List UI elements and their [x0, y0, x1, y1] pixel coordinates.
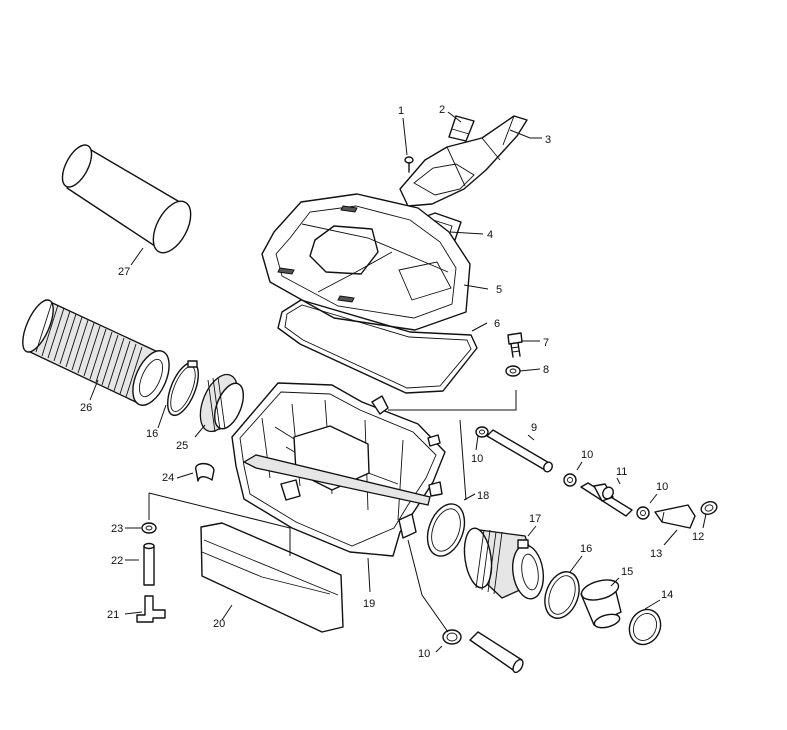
leader-lines: [89, 111, 707, 653]
callout-16-right: 16: [580, 543, 592, 555]
callout-14: 14: [661, 589, 673, 601]
callout-3: 3: [545, 134, 551, 146]
callout-10-valve-clamp: 10: [581, 449, 593, 461]
callout-26: 26: [80, 402, 92, 414]
part-5-airbox-lid: [261, 193, 471, 331]
part-9-tube: [486, 429, 553, 473]
part-22-drain-hose: [143, 542, 155, 586]
part-16-clamp-left: [167, 360, 199, 417]
callout-8: 8: [543, 364, 549, 376]
part-drain-tube: [469, 631, 524, 674]
part-17-outlet-boot: [463, 527, 545, 600]
part-8-nut: [505, 365, 521, 377]
callout-4: 4: [487, 229, 493, 241]
callout-27: 27: [118, 266, 130, 278]
part-23-clamp: [141, 522, 157, 534]
part-24-clip: [195, 462, 215, 482]
callout-19: 19: [363, 598, 375, 610]
callout-9: 9: [531, 422, 537, 434]
callout-10-hose-clamp: 10: [656, 481, 668, 493]
part-11-drain-valve: [580, 482, 633, 517]
part-16-clamp-right: [544, 571, 580, 619]
callout-12: 12: [692, 531, 704, 543]
part-12-clamp: [700, 501, 718, 515]
callout-20: 20: [213, 618, 225, 630]
callout-11: 11: [616, 466, 627, 478]
callout-15: 15: [621, 566, 633, 578]
callout-17: 17: [529, 513, 541, 525]
part-10-hose-clamp-c: [636, 506, 650, 520]
callout-10-tube-clamp: 10: [471, 453, 483, 465]
part-13-hose: [654, 504, 696, 529]
part-6-lid-seal: [277, 299, 478, 394]
callout-1: 1: [398, 105, 404, 117]
callout-5: 5: [496, 284, 502, 296]
part-19-airbox-base: [231, 382, 446, 557]
part-25-adapter-ring: [199, 373, 245, 433]
part-27-prefilter-sleeve: [61, 144, 192, 254]
callout-21: 21: [107, 609, 119, 621]
callout-7: 7: [543, 337, 549, 349]
callout-25: 25: [176, 440, 188, 452]
callout-24: 24: [162, 472, 174, 484]
part-10-hose-clamp-a: [475, 426, 489, 438]
part-2-foam-strip: [448, 115, 475, 142]
callout-2: 2: [439, 104, 445, 116]
part-14-clamp: [628, 608, 662, 646]
part-20-heat-shield: [200, 522, 344, 633]
part-10-hose-clamp-d: [442, 629, 462, 645]
part-15-reducer: [580, 579, 622, 629]
callout-10-drain-clamp: 10: [418, 648, 430, 660]
part-26-air-filter: [22, 299, 170, 406]
part-3-intake-duct: [399, 115, 528, 207]
callout-16-left: 16: [146, 428, 158, 440]
part-10-hose-clamp-b: [563, 473, 577, 487]
part-1-screw: [404, 156, 414, 173]
part-18-gasket: [426, 503, 466, 557]
part-21-tee-fitting: [136, 595, 166, 623]
callout-13: 13: [650, 548, 662, 560]
callout-6: 6: [494, 318, 500, 330]
callout-22: 22: [111, 555, 123, 567]
callout-18: 18: [477, 490, 489, 502]
part-7-bolt: [507, 332, 523, 358]
callout-labels: 1 2 3 4 5 6 7 8 9 10 10 10 10 11 12 13 1…: [80, 104, 704, 660]
callout-23: 23: [111, 523, 123, 535]
